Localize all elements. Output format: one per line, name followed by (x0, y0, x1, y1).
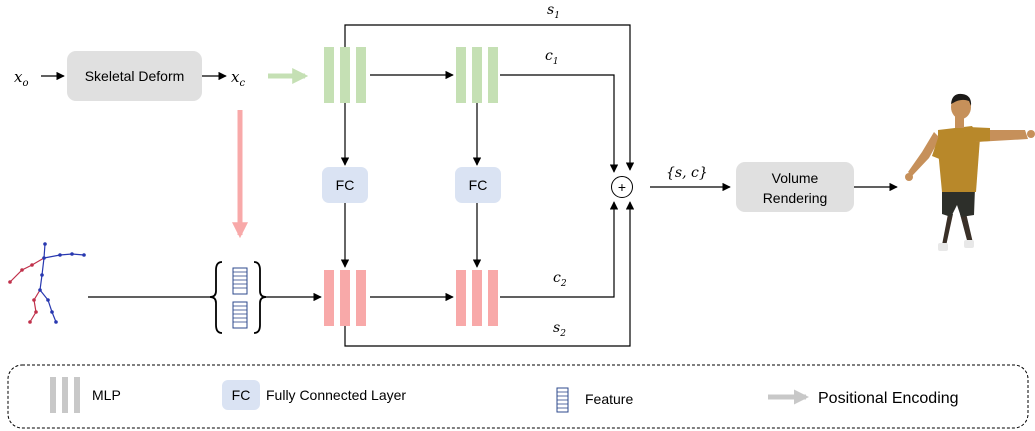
feature-block (209, 261, 267, 334)
mlp-pink-2 (456, 270, 498, 326)
xo-label: xo (14, 68, 29, 89)
legend-mlp: MLP (50, 377, 121, 413)
c2-label: c2 (553, 270, 567, 289)
legend-feature-label: Feature (585, 391, 633, 407)
skeletal-deform-label: Skeletal Deform (85, 68, 185, 84)
c1-label: c1 (545, 48, 559, 67)
skeleton-pose-image (8, 242, 86, 324)
fc-box-1 (322, 167, 368, 203)
xc-label: xc (231, 68, 245, 89)
legend-positional-encoding: Positional Encoding (768, 389, 959, 407)
volume-rendering-line1: Volume (772, 170, 819, 186)
fc-label-1: FC (336, 177, 355, 193)
mlp-pink-1 (324, 270, 366, 326)
sum-node (611, 176, 633, 198)
s2-label: s2 (553, 320, 566, 339)
sum-symbol: + (618, 179, 626, 195)
legend-mlp-label: MLP (92, 387, 121, 403)
volume-rendering-line2: Rendering (763, 190, 828, 206)
s1-path (344, 24, 635, 171)
legend-fc-icon (222, 380, 260, 410)
legend-fc-desc: Fully Connected Layer (266, 387, 406, 403)
skeletal-deform-box (67, 51, 202, 101)
mlp-green-2 (456, 47, 498, 103)
legend-mlp-icon (50, 377, 56, 413)
c2-path (500, 201, 619, 298)
s2-path (344, 201, 635, 347)
mlp-green-1 (324, 47, 366, 103)
legend-positional-encoding-label: Positional Encoding (818, 390, 959, 407)
legend-fc: FC Fully Connected Layer (222, 380, 406, 410)
fc-label-2: FC (469, 177, 488, 193)
volume-rendering-box (736, 162, 854, 212)
rendered-human-image (905, 93, 1035, 251)
c1-path (500, 74, 619, 173)
fc-box-2 (455, 167, 501, 203)
legend-feature: Feature (556, 387, 633, 413)
legend-fc-box-label: FC (232, 387, 251, 403)
legend-box (7, 364, 1029, 429)
s1-label: s1 (547, 2, 560, 21)
sc-set-label: {s, c} (666, 165, 708, 181)
